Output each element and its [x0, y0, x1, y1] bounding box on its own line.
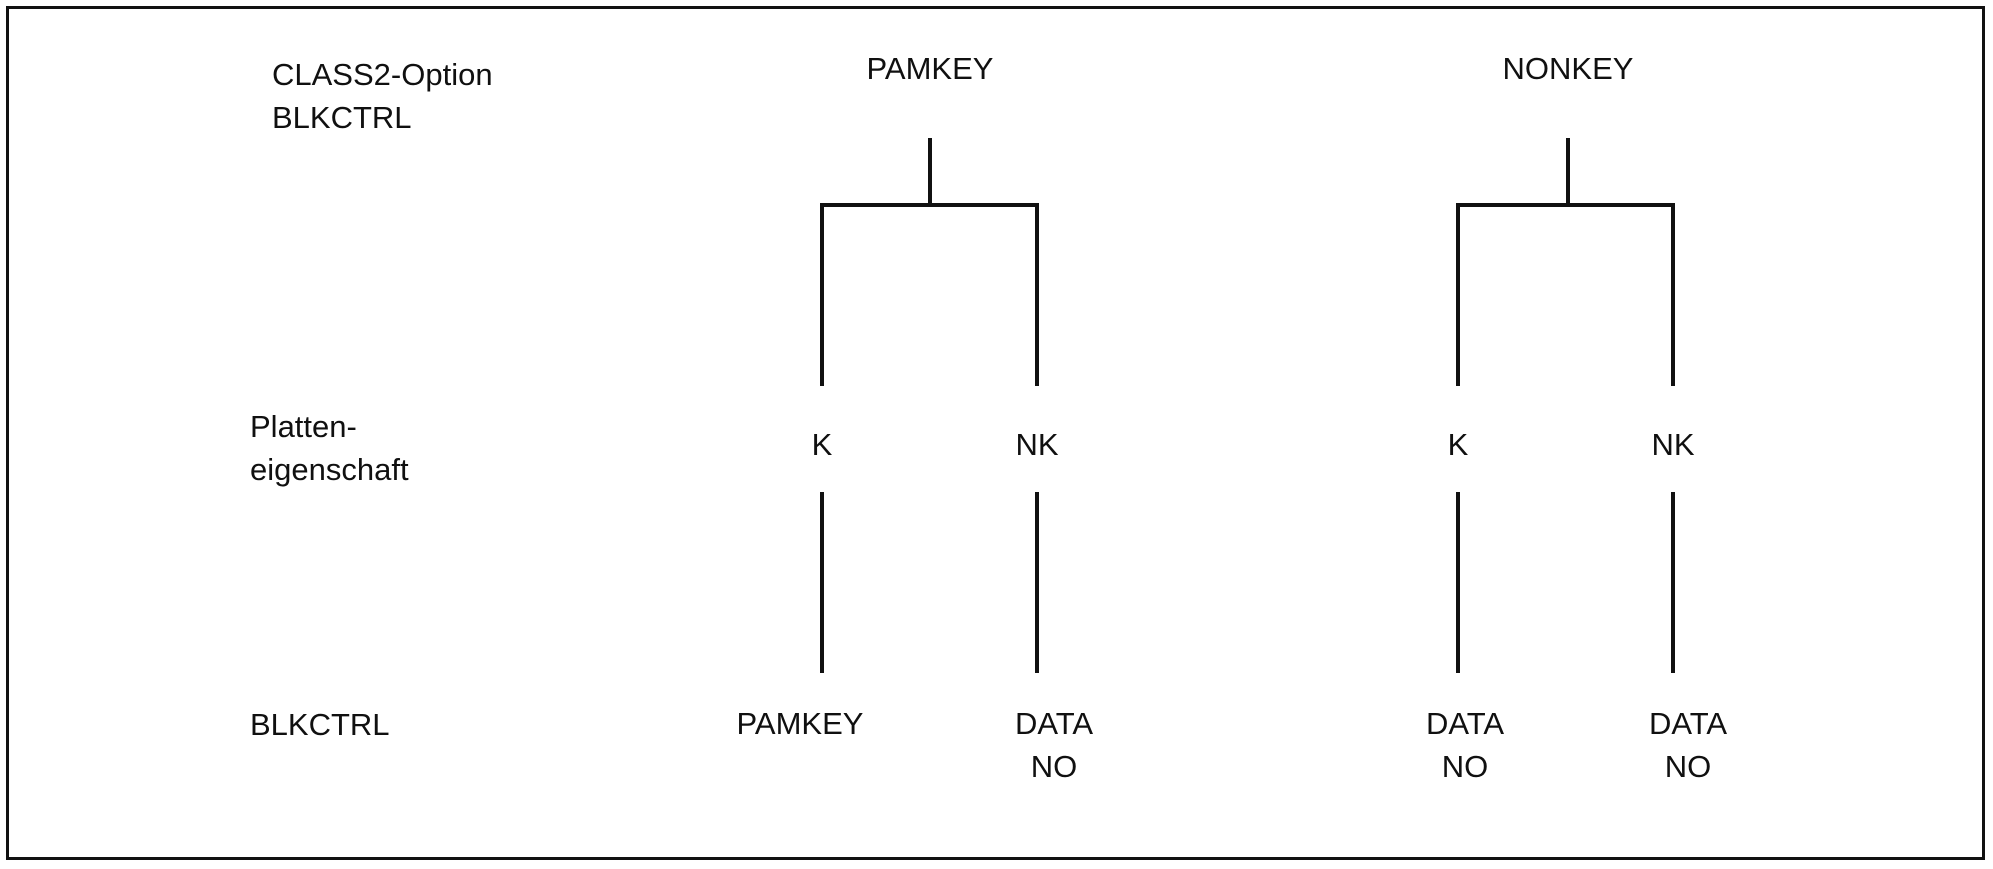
row-label-eigenschaft: eigenschaft [250, 452, 409, 487]
tree-2-branch-2-leg [1671, 203, 1675, 386]
tree-1-branch-2-edge-label: NK [1015, 427, 1059, 462]
tree-2-branch-2-leaf-leg [1671, 492, 1675, 673]
tree-2-branch-2-leaf-line1: DATA [1648, 706, 1728, 741]
tree-1-root-stem [928, 138, 932, 207]
tree-1-branch-1-leg [820, 203, 824, 386]
tree-2-branch-1-leg [1456, 203, 1460, 386]
tree-1-branch-1-leaf-leg [820, 492, 824, 673]
tree-2-branch-1-leaf-line1: DATA [1425, 706, 1505, 741]
tree-2-branch-2-leaf-line2: NO [1664, 749, 1712, 784]
tree-2-branch-1-leaf-line2: NO [1441, 749, 1489, 784]
tree-2-root-stem [1566, 138, 1570, 207]
tree-2-connector [1456, 203, 1675, 207]
tree-1-root-label: PAMKEY [866, 51, 994, 86]
tree-1-branch-2-leg [1035, 203, 1039, 386]
tree-2-root-label: NONKEY [1502, 51, 1634, 86]
figure-border [6, 6, 1985, 860]
tree-2-branch-1-edge-label: K [1447, 427, 1469, 462]
tree-1-branch-2-leaf-line2: NO [1030, 749, 1078, 784]
tree-1-branch-1-leaf-line1: PAMKEY [736, 706, 864, 741]
tree-1-branch-2-leaf-leg [1035, 492, 1039, 673]
tree-2-branch-2-edge-label: NK [1651, 427, 1695, 462]
tree-2-branch-1-leaf-leg [1456, 492, 1460, 673]
row-label-blkctrl-top: BLKCTRL [272, 100, 412, 135]
row-label-class2-option: CLASS2-Option [272, 57, 493, 92]
row-label-blkctrl-bottom: BLKCTRL [250, 707, 390, 742]
tree-1-branch-2-leaf-line1: DATA [1014, 706, 1094, 741]
row-label-platten: Platten- [250, 409, 357, 444]
tree-1-connector [820, 203, 1039, 207]
tree-1-branch-1-edge-label: K [811, 427, 833, 462]
